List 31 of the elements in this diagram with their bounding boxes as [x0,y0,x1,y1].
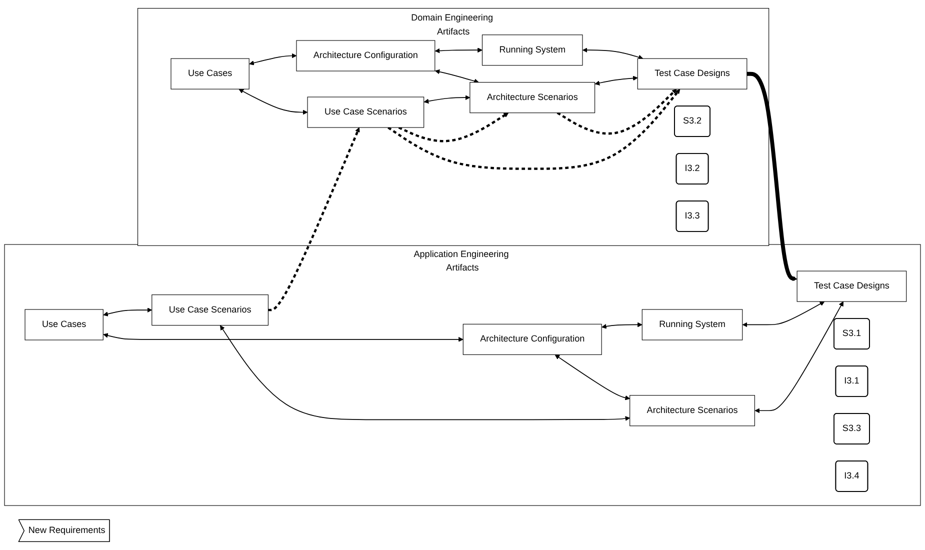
arrow [220,325,630,421]
arrow [434,48,482,54]
arrow [424,95,470,104]
node-box: Running System [642,309,743,340]
arrow [754,301,844,414]
arrow [238,88,308,115]
arrow [249,53,297,66]
arrow [434,69,480,84]
arrow [103,333,464,342]
node-box: Architecture Scenarios [630,395,755,426]
arrow [268,127,360,312]
node-box: Use Cases [24,309,104,340]
arrow [746,72,798,281]
node-box: Use Case Scenarios [152,294,268,326]
arrow [594,76,638,86]
arrow [582,48,644,60]
node-box: Test Case Designs [796,270,907,302]
node-box: Running System [482,34,583,66]
arrow [388,88,680,170]
node-box: Architecture Scenarios [470,82,596,114]
arrow [556,88,677,135]
node-box: Test Case Designs [637,58,748,90]
node-box: Architecture Configuration [462,324,602,355]
arrow [103,308,152,316]
arrow [554,354,630,400]
arrow [742,301,825,328]
arrow [398,112,509,142]
node-box: Use Cases [170,58,250,90]
node-box: Architecture Configuration [296,40,436,72]
node-box: Use Case Scenarios [307,96,424,128]
arrow [602,322,642,329]
